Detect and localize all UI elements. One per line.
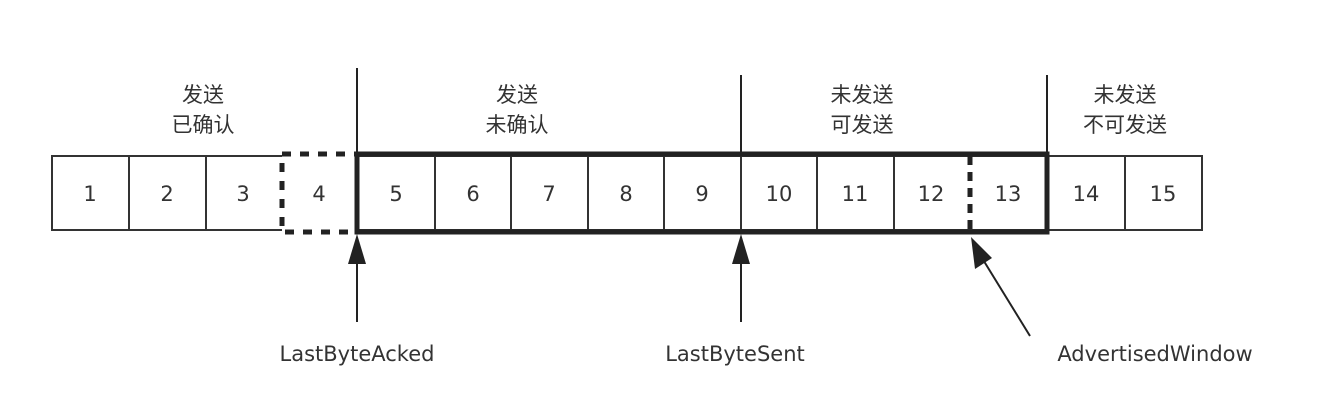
last-byte-acked-label: LastByteAcked	[280, 342, 435, 366]
svg-text:发送: 发送	[496, 83, 538, 107]
svg-text:未发送: 未发送	[831, 83, 894, 107]
cell-number: 9	[695, 182, 708, 206]
cell-number: 10	[766, 182, 793, 206]
cell-number: 13	[995, 182, 1022, 206]
cell-number: 8	[619, 182, 632, 206]
region-label-sent-acked: 发送 已确认	[172, 83, 235, 137]
svg-text:发送: 发送	[182, 83, 224, 107]
last-byte-acked-arrow-icon	[348, 234, 366, 322]
svg-text:不可发送: 不可发送	[1083, 113, 1167, 137]
advertised-window-arrow-icon	[971, 237, 1031, 337]
svg-text:未发送: 未发送	[1094, 83, 1157, 107]
region-label-unsent-unsendable: 未发送 不可发送	[1083, 83, 1167, 137]
cell-number: 3	[236, 182, 249, 206]
cell-number: 11	[842, 182, 869, 206]
cell-number: 6	[466, 182, 479, 206]
cell-number: 4	[312, 182, 325, 206]
last-byte-sent-label: LastByteSent	[665, 342, 805, 366]
cell-number: 12	[918, 182, 945, 206]
cell-number: 15	[1150, 182, 1177, 206]
send-window-border	[354, 151, 1050, 235]
cell-number: 14	[1073, 182, 1100, 206]
svg-text:未确认: 未确认	[486, 113, 549, 137]
cell-number: 7	[542, 182, 555, 206]
region-label-unsent-sendable: 未发送 可发送	[831, 83, 894, 137]
svg-text:可发送: 可发送	[831, 113, 894, 137]
last-byte-sent-arrow-icon	[732, 234, 750, 322]
advertised-window-label: AdvertisedWindow	[1057, 342, 1252, 366]
cell-number: 1	[83, 182, 96, 206]
byte-cells: 1 2 3 4 5 6 7 8 9 10 11 12 13 14 15	[51, 151, 1203, 235]
svg-text:已确认: 已确认	[172, 113, 235, 137]
cell-number: 5	[389, 182, 402, 206]
region-label-sent-unacked: 发送 未确认	[486, 83, 549, 137]
cell-number: 2	[160, 182, 173, 206]
